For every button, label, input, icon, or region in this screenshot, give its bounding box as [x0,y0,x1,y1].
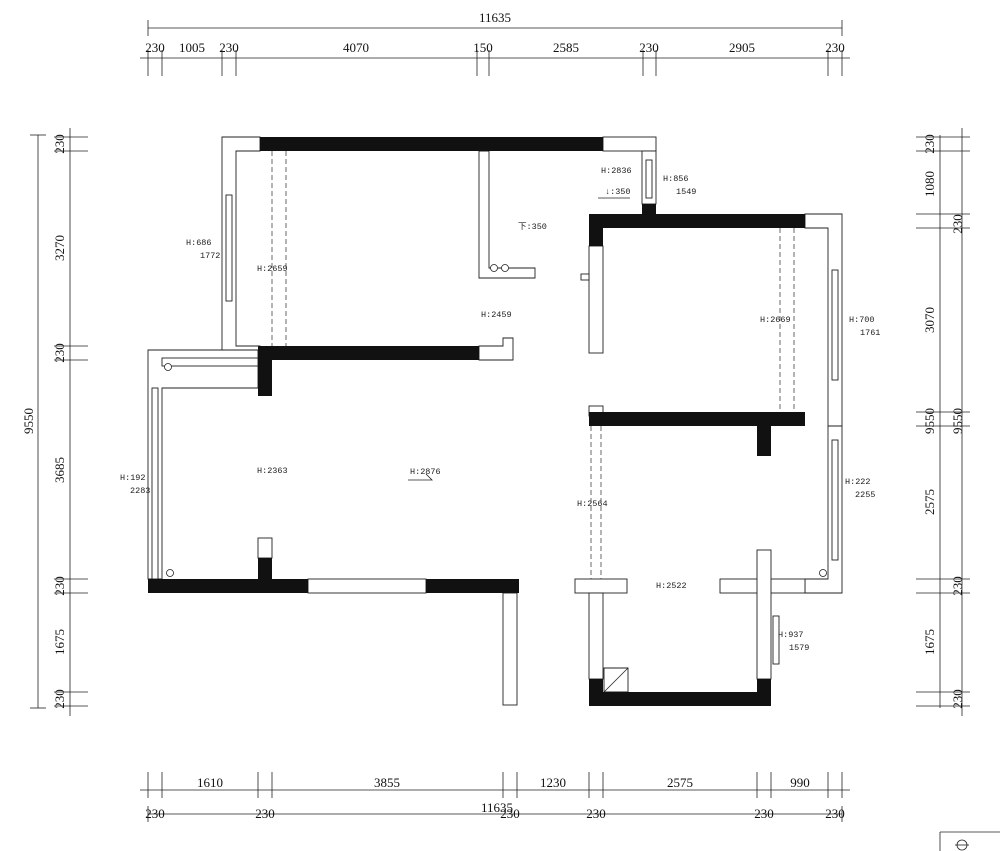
dim-bottom-wall-3: 230 [500,806,520,821]
label-h-2669: H:2669 [760,315,791,325]
dim-top-seg-9: 230 [825,40,845,55]
dim-bottom-seg-3: 1230 [540,775,566,790]
label-v-2255: 2255 [855,490,875,500]
bottom-dimension-chain: 1610 3855 1230 2575 990 230 230 230 230 … [140,772,850,822]
dim-bottom-seg-5: 990 [790,775,810,790]
outline-walls [147,136,843,706]
title-block-corner [939,831,1000,851]
dim-right-seg-9: 230 [950,689,965,709]
label-v-2283: 2283 [130,486,150,496]
label-h-700: H:700 [849,315,875,325]
annotations: H:686 1772 H:2659 H:2836 ↓:350 H:856 154… [120,166,880,653]
label-v-1761: 1761 [860,328,880,338]
dim-right-total-a: 9550 [922,408,937,434]
label-v-1772: 1772 [200,251,220,261]
dim-bottom-seg-1: 1610 [197,775,223,790]
load-bearing-walls [148,137,805,706]
dim-top-seg-3: 230 [219,40,239,55]
top-dimension-chain: 11635 230 1005 230 4070 150 2585 230 290… [140,10,850,76]
label-h-222: H:222 [845,477,871,487]
dim-right-seg-7: 230 [950,576,965,596]
label-h-2522: H:2522 [656,581,687,591]
dim-top-seg-4: 4070 [343,40,369,55]
dim-top-seg-6: 2585 [553,40,579,55]
dim-top-seg-7: 230 [639,40,659,55]
dim-left-seg-6: 1675 [52,629,67,655]
label-h-2836: H:2836 [601,166,632,176]
dim-bottom-wall-6: 230 [825,806,845,821]
dim-left-seg-5: 230 [52,576,67,596]
label-h-2564: H:2564 [577,499,608,509]
left-dimension-chain: 9550 230 3270 230 3685 230 1675 230 [21,128,88,716]
dim-bottom-total: 11635 [481,800,513,815]
dim-left-seg-7: 230 [52,689,67,709]
dim-top-seg-8: 2905 [729,40,755,55]
dim-right-seg-3: 230 [950,214,965,234]
dim-bottom-wall-5: 230 [754,806,774,821]
dim-right-seg-6: 2575 [922,489,937,515]
dim-right-total-b: 9550 [950,408,965,434]
dim-bottom-seg-4: 2575 [667,775,693,790]
dim-left-seg-4: 3685 [52,457,67,483]
beam-lines [271,151,795,579]
dim-right-seg-8: 1675 [922,629,937,655]
dim-left-seg-3: 230 [52,343,67,363]
dim-left-seg-1: 230 [52,134,67,154]
dim-top-seg-2: 1005 [179,40,205,55]
dim-right-seg-1: 230 [922,134,937,154]
dim-top-total: 11635 [479,10,511,25]
dim-bottom-wall-4: 230 [586,806,606,821]
dim-top-seg-5: 150 [473,40,493,55]
label-h-2876: H:2876 [410,467,441,477]
label-h-2363: H:2363 [257,466,288,476]
dim-left-total: 9550 [21,408,36,434]
right-dimension-chain: 230 1080 230 3070 9550 9550 2575 230 167… [916,128,970,716]
dim-bottom-wall-1: 230 [145,806,165,821]
dim-bottom-wall-2: 230 [255,806,275,821]
label-h-2459: H:2459 [481,310,512,320]
label-h-856: H:856 [663,174,689,184]
label-h-192: H:192 [120,473,146,483]
dim-right-seg-2: 1080 [922,171,937,197]
label-v-1549: 1549 [676,187,696,197]
dim-left-seg-2: 3270 [52,235,67,261]
label-h-2659: H:2659 [257,264,288,274]
label-down-350-a: ↓:350 [605,187,631,197]
label-v-1579: 1579 [789,643,809,653]
label-h-937: H:937 [778,630,804,640]
label-h-686: H:686 [186,238,212,248]
label-down-350-b: 下:350 [518,222,547,232]
dim-top-seg-1: 230 [145,40,165,55]
dim-bottom-seg-2: 3855 [374,775,400,790]
dim-right-seg-4: 3070 [922,307,937,333]
